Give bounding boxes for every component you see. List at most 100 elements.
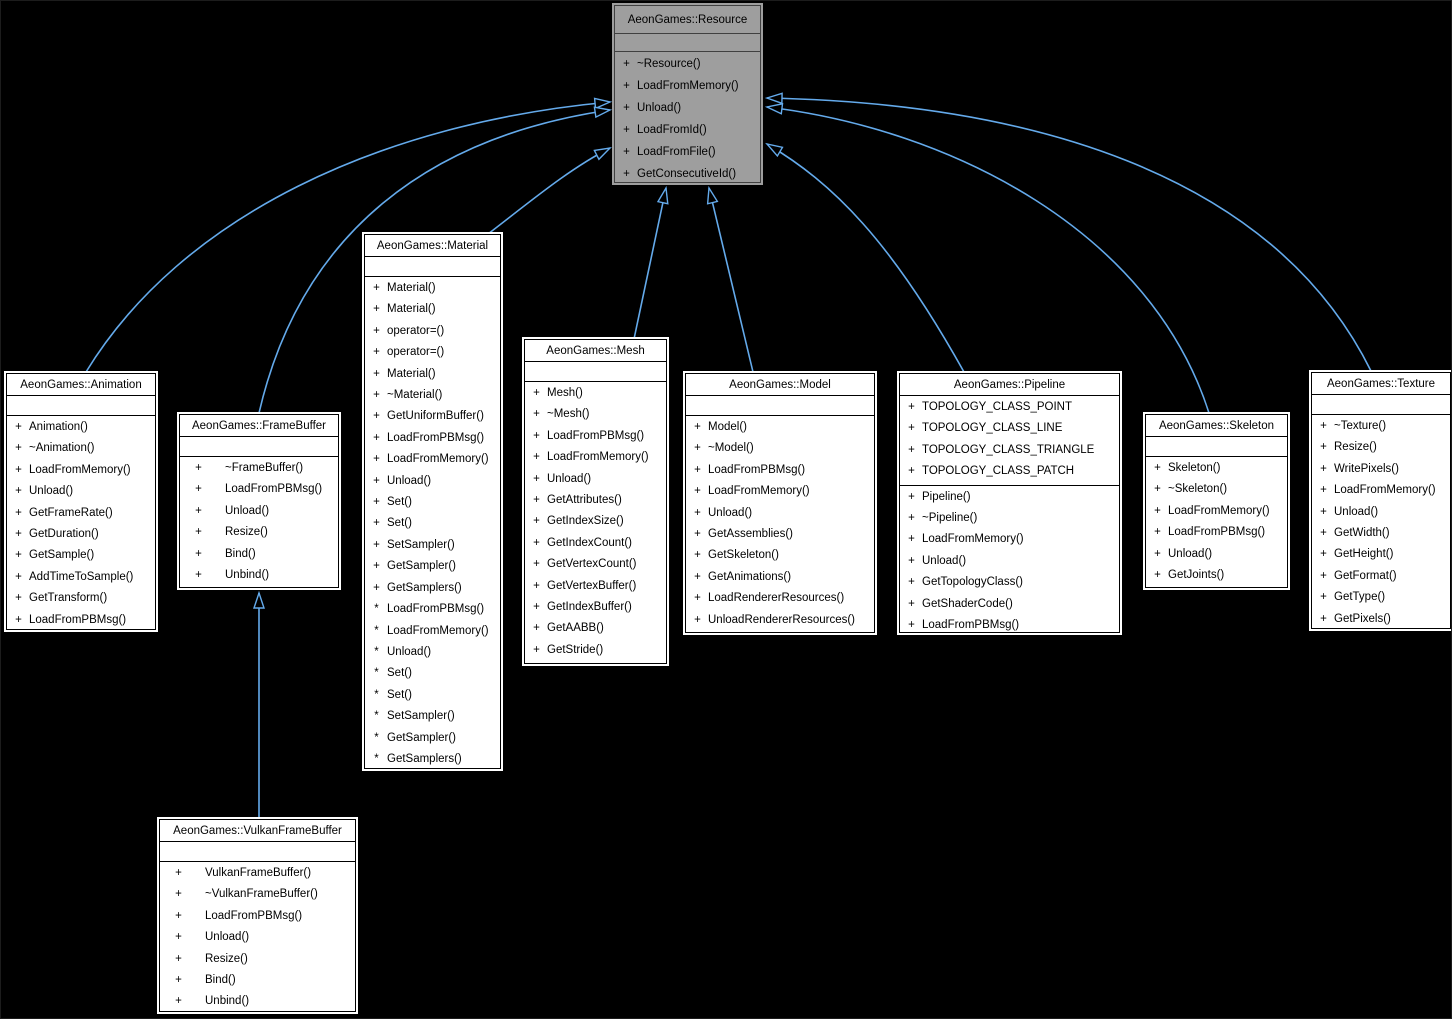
member-name: LoadFromMemory()	[547, 451, 649, 464]
methods-compartment: +Mesh()+~Mesh()+LoadFromPBMsg()+LoadFrom…	[525, 382, 666, 663]
class-node-animation[interactable]: AeonGames::Animation + Animation()+ ~Anima…	[6, 373, 156, 630]
member-item: +Unload()	[7, 481, 153, 502]
class-title: AeonGames::Animation	[7, 374, 155, 396]
member-item: +Resize()	[160, 949, 353, 970]
member-name: GetFormat()	[1334, 569, 1397, 582]
member-visibility: +	[533, 622, 540, 635]
member-name: GetType()	[1334, 591, 1386, 604]
member-item: *GetSamplers()	[365, 749, 498, 770]
member-item: +Unbind()	[180, 565, 336, 586]
member-name: Resize()	[1334, 441, 1377, 454]
member-visibility: +	[908, 619, 915, 632]
member-item: +GetDuration()	[7, 524, 153, 545]
member-item: +Unload()	[1146, 544, 1285, 565]
member-visibility: +	[623, 124, 630, 136]
attributes-compartment	[615, 34, 760, 52]
member-item: + WritePixels()	[1312, 459, 1448, 480]
member-item: +LoadFromPBMsg()	[686, 460, 872, 481]
member-visibility: +	[195, 483, 202, 496]
member-item: +GetAnimations()	[686, 567, 872, 588]
member-item: +LoadFromPBMsg()	[180, 479, 336, 500]
member-name: Resize()	[205, 952, 248, 965]
member-visibility: +	[908, 597, 915, 610]
member-item: +~Material()	[365, 385, 498, 406]
member-item: +Unload()	[1312, 502, 1448, 523]
member-item: +Set()	[365, 513, 498, 534]
member-name: LoadFromMemory()	[1168, 504, 1270, 517]
class-node-framebuffer[interactable]: AeonGames::FrameBuffer +~FrameBuffer()+L…	[179, 414, 339, 588]
class-node-texture[interactable]: AeonGames::Texture +~Texture()+Resize()+…	[1311, 372, 1451, 629]
member-visibility: +	[623, 102, 630, 114]
member-visibility: +	[1320, 505, 1327, 518]
class-title: AeonGames::Material	[365, 235, 500, 257]
member-name: LoadFromMemory()	[387, 624, 489, 637]
member-visibility: +	[908, 465, 915, 478]
member-visibility: *	[374, 645, 379, 658]
class-node-vulkanframebuffer[interactable]: AeonGames::VulkanFrameBuffer +VulkanFram…	[159, 819, 356, 1012]
member-name: LoadFromMemory()	[1334, 484, 1436, 497]
member-visibility: +	[908, 533, 915, 546]
member-visibility: +	[694, 442, 701, 455]
member-item: +Pipeline()	[900, 487, 1117, 508]
member-item: +LoadFromMemory()	[7, 460, 153, 481]
member-visibility: +	[1320, 548, 1327, 561]
member-name: GetPixels()	[1334, 612, 1391, 625]
methods-compartment: +Material()+Material()+operator=()+opera…	[365, 277, 500, 772]
member-visibility: +	[694, 592, 701, 605]
member-name: operator=()	[387, 346, 445, 359]
class-title: AeonGames::Mesh	[525, 340, 666, 362]
methods-compartment: +~Texture()+Resize()+WritePixels()+LoadF…	[1312, 415, 1450, 632]
member-visibility: +	[195, 547, 202, 560]
member-name: Animation()	[29, 421, 88, 433]
class-node-pipeline[interactable]: AeonGames::Pipeline +TOPOLOGY_CLASS_POIN…	[899, 373, 1120, 633]
member-item: *Unload()	[365, 642, 498, 663]
class-title: AeonGames::FrameBuffer	[180, 415, 338, 437]
member-item: +GetWidth()	[1312, 523, 1448, 544]
methods-compartment: +Model()+~Model()+LoadFromPBMsg()+LoadFr…	[686, 416, 874, 633]
member-name: LoadFromPBMsg()	[922, 619, 1020, 632]
member-item: +Model()	[686, 417, 872, 438]
member-visibility: +	[694, 463, 701, 476]
member-name: GetShaderCode()	[922, 597, 1013, 610]
member-name: GetSampler()	[387, 560, 457, 573]
member-item: +Unbind()	[160, 991, 353, 1012]
attributes-compartment	[365, 257, 500, 277]
member-item: +LoadFromPBMsg()	[160, 906, 353, 927]
member-name: ~Resource()	[637, 58, 701, 70]
member-visibility: +	[1154, 547, 1161, 560]
member-name: GetSampler()	[387, 731, 457, 744]
class-node-model[interactable]: AeonGames::Model +Model()+~Model()+LoadF…	[685, 373, 875, 633]
member-visibility: +	[533, 387, 540, 399]
class-node-mesh[interactable]: AeonGames::Mesh +Mesh()+~Mesh()+LoadFrom…	[524, 339, 667, 664]
member-name: Model()	[708, 421, 747, 433]
attributes-compartment	[686, 396, 874, 416]
member-item: +GetSkeleton()	[686, 545, 872, 566]
member-name: GetIndexCount()	[547, 536, 633, 549]
member-item: +Unload()	[686, 503, 872, 524]
member-name: WritePixels()	[1334, 462, 1399, 475]
attributes-compartment	[1146, 437, 1287, 457]
member-item: +GetVertexBuffer()	[525, 576, 664, 597]
member-visibility: +	[175, 909, 182, 922]
class-node-skeleton[interactable]: AeonGames::Skeleton +Skeleton()+~Skeleto…	[1145, 414, 1288, 588]
member-name: Material()	[387, 367, 436, 380]
member-item: +TOPOLOGY_CLASS_PATCH	[900, 461, 1117, 482]
member-visibility: +	[623, 168, 630, 180]
member-name: Material()	[387, 282, 436, 294]
member-item: +GetFrameRate()	[7, 503, 153, 524]
class-node-material[interactable]: AeonGames::Material +Material()+Material…	[364, 234, 501, 769]
member-visibility: +	[15, 549, 22, 562]
member-item: +GetAssemblies()	[686, 524, 872, 545]
member-item: +Resize()	[180, 522, 336, 543]
member-name: ~Animation()	[29, 442, 95, 455]
member-visibility: +	[1320, 484, 1327, 497]
member-item: +GetStride()	[525, 640, 664, 661]
member-item: +GetAttributes()	[525, 490, 664, 511]
member-visibility: +	[1320, 462, 1327, 475]
member-name: GetAssemblies()	[708, 528, 793, 541]
member-name: GetUniformBuffer()	[387, 410, 484, 423]
member-visibility: +	[373, 431, 380, 444]
member-name: Skeleton()	[1168, 462, 1221, 474]
member-visibility: +	[175, 931, 182, 944]
member-visibility: +	[15, 528, 22, 541]
